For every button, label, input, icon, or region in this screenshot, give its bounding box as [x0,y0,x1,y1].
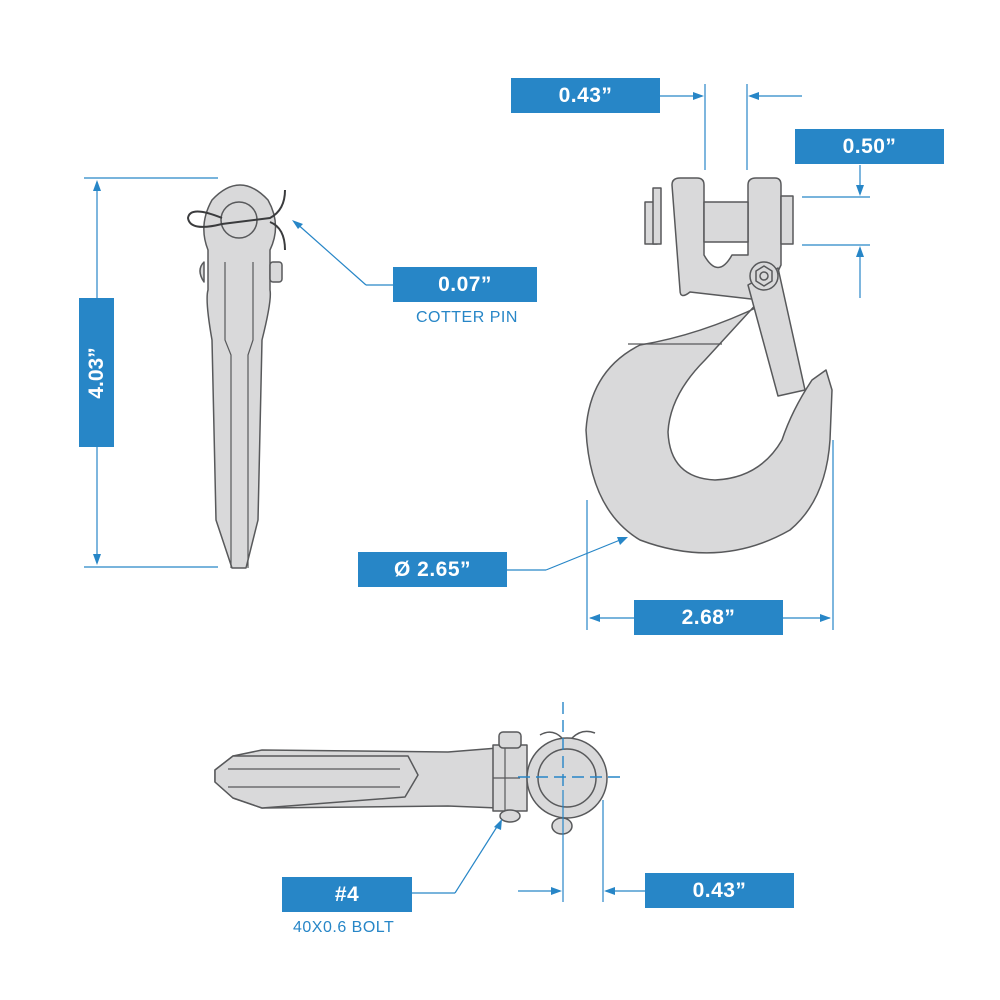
clevis-gap-label: 0.43” [511,78,660,113]
top-view-centerlines [518,702,620,790]
pin-length-dimension [84,177,218,568]
cotter-pin-icon [186,189,286,251]
pin-length-value: 4.03” [84,346,108,399]
pin-diameter-dimension [802,165,870,298]
hook-part [585,177,833,554]
top-view-part [214,730,608,835]
pin-offset-label: 0.43” [645,873,794,908]
throat-diameter-leader [507,537,628,571]
cotter-pin-caption: COTTER PIN [416,309,518,326]
hook-width-label: 2.68” [634,600,783,635]
pin-length-label: 4.03” [79,298,114,447]
bolt-leader [412,819,502,894]
bolt-caption: 40X0.6 BOLT [293,919,395,936]
side-view-part [186,184,286,569]
throat-diameter-label: Ø 2.65” [358,552,507,587]
cotter-pin-label: 0.07” [393,267,537,302]
cotter-pin-leader [292,220,394,286]
clevis-gap-dimension [660,84,802,170]
hook-width-dimension [586,440,834,630]
pin-diameter-label: 0.50” [795,129,944,164]
pin-offset-dimension [518,790,645,902]
bolt-label: #4 [282,877,412,912]
